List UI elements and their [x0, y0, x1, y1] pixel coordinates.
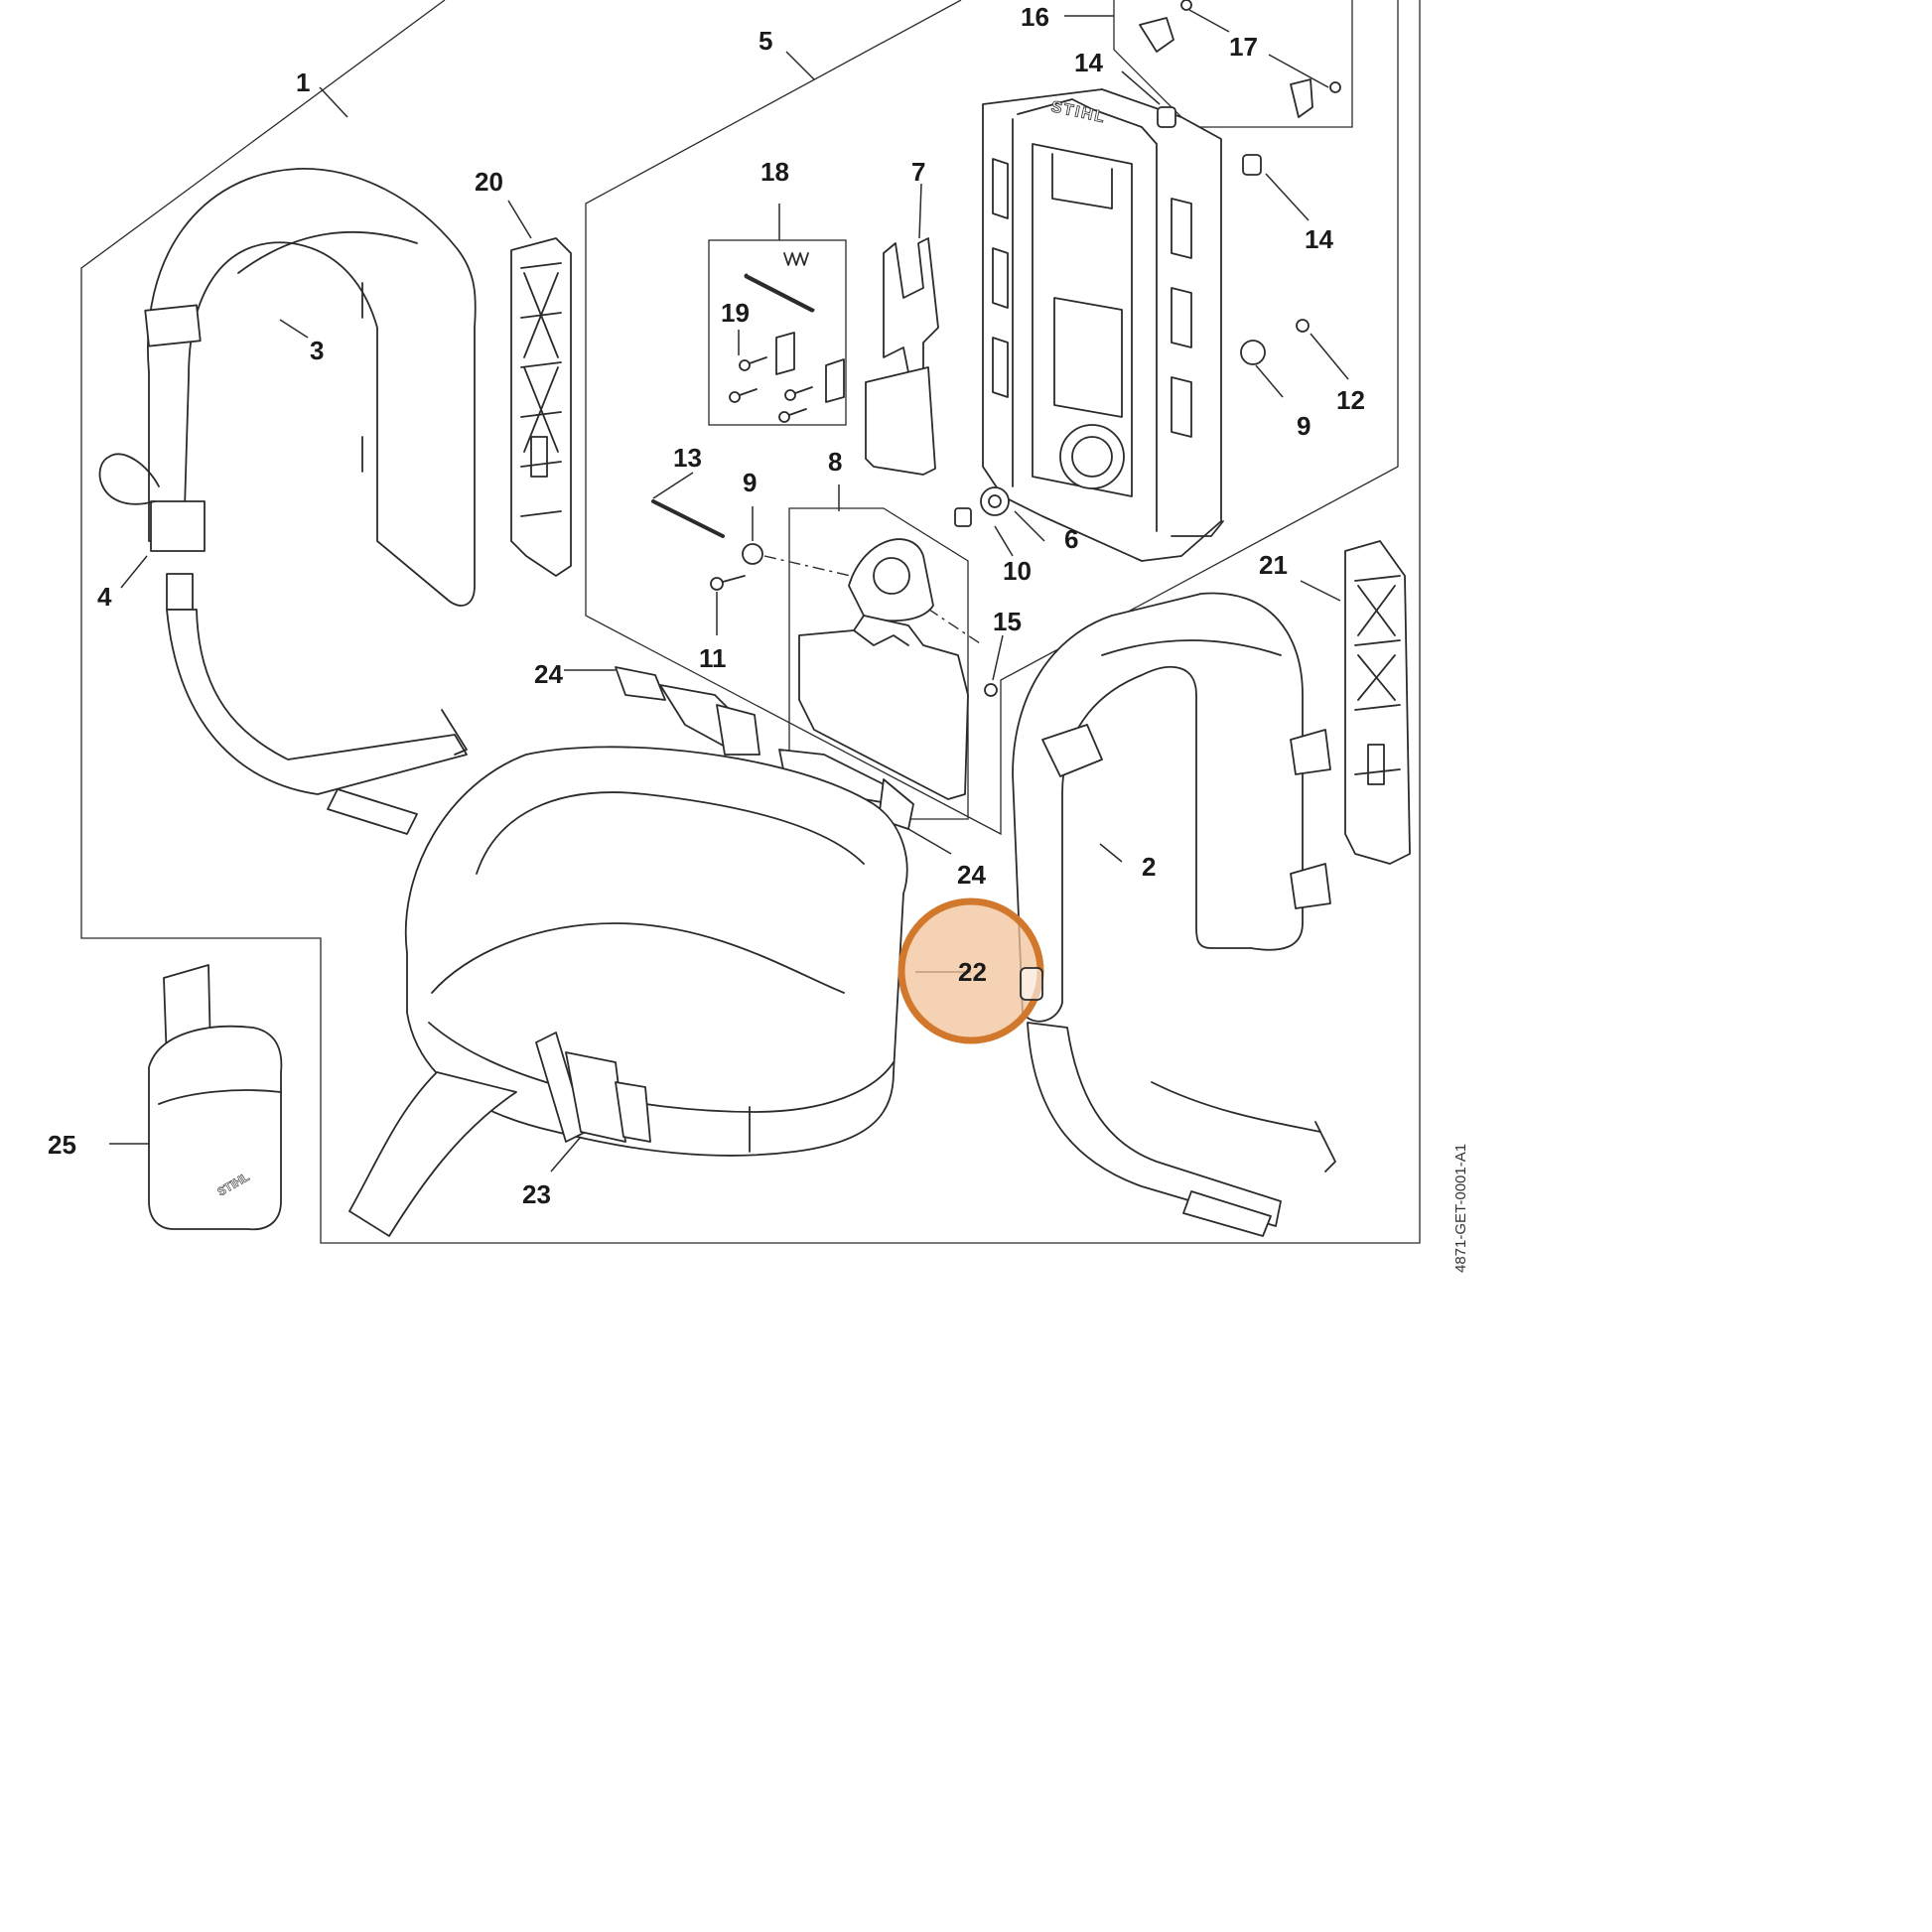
- spring-pin-set: [729, 252, 845, 423]
- leader-lines: [109, 9, 1349, 1173]
- kit-18-frame: [708, 239, 847, 426]
- part-label-9a[interactable]: 9: [743, 468, 757, 497]
- pouch: STIHL: [148, 964, 283, 1231]
- document-code: 4871-GET-0001-A1: [1452, 1144, 1469, 1273]
- back-plate-left: [510, 237, 572, 577]
- hip-belt: [348, 746, 908, 1237]
- part-label-1[interactable]: 1: [296, 68, 310, 97]
- latch: [865, 237, 939, 476]
- part-label-25[interactable]: 25: [48, 1130, 76, 1160]
- part-label-19[interactable]: 19: [721, 298, 750, 328]
- part-label-16[interactable]: 16: [1021, 2, 1049, 32]
- part-label-10[interactable]: 10: [1003, 556, 1032, 586]
- part-label-15[interactable]: 15: [993, 607, 1022, 636]
- belt-loop-22: [1020, 967, 1043, 1001]
- carrier-plate: STIHL: [982, 88, 1224, 562]
- part-label-18[interactable]: 18: [760, 157, 789, 187]
- kit-5-frame: [585, 0, 1399, 836]
- part-label-13[interactable]: 13: [673, 443, 702, 473]
- back-plate-right: [1344, 540, 1411, 865]
- kit-1-frame: [80, 0, 1421, 1244]
- part-label-20[interactable]: 20: [475, 167, 503, 197]
- part-label-23[interactable]: 23: [522, 1179, 551, 1209]
- part-label-7[interactable]: 7: [911, 157, 925, 187]
- part-label-9b[interactable]: 9: [1297, 411, 1311, 441]
- part-label-24b[interactable]: 24: [957, 860, 986, 890]
- part-label-4[interactable]: 4: [97, 582, 112, 612]
- part-label-21[interactable]: 21: [1259, 550, 1288, 580]
- nut-set: [1157, 106, 1262, 176]
- part-label-3[interactable]: 3: [310, 336, 324, 365]
- part-label-6[interactable]: 6: [1064, 524, 1078, 554]
- axle-hardware: [651, 486, 1010, 646]
- shoulder-strap-right: [1012, 592, 1336, 1237]
- part-label-2[interactable]: 2: [1142, 852, 1156, 882]
- part-label-5[interactable]: 5: [759, 26, 772, 56]
- part-label-14a[interactable]: 14: [1074, 48, 1103, 77]
- part-label-14b[interactable]: 14: [1305, 224, 1333, 254]
- clip-set: [1139, 0, 1341, 118]
- part-label-12[interactable]: 12: [1336, 385, 1365, 415]
- part-label-24a[interactable]: 24: [534, 659, 563, 689]
- part-label-17[interactable]: 17: [1229, 32, 1258, 62]
- washer-right: [1240, 340, 1266, 365]
- shoulder-strap-left: [98, 168, 477, 835]
- part-label-8[interactable]: 8: [828, 447, 842, 477]
- part-labels: 1 2 3 4 5 6 7 8 9 9 10 11 12 13 14 14 15…: [48, 2, 1365, 1209]
- part-label-11[interactable]: 11: [699, 643, 727, 673]
- part-label-22[interactable]: 22: [958, 957, 987, 987]
- nut-12: [1296, 319, 1310, 333]
- hub-assembly: [798, 538, 998, 800]
